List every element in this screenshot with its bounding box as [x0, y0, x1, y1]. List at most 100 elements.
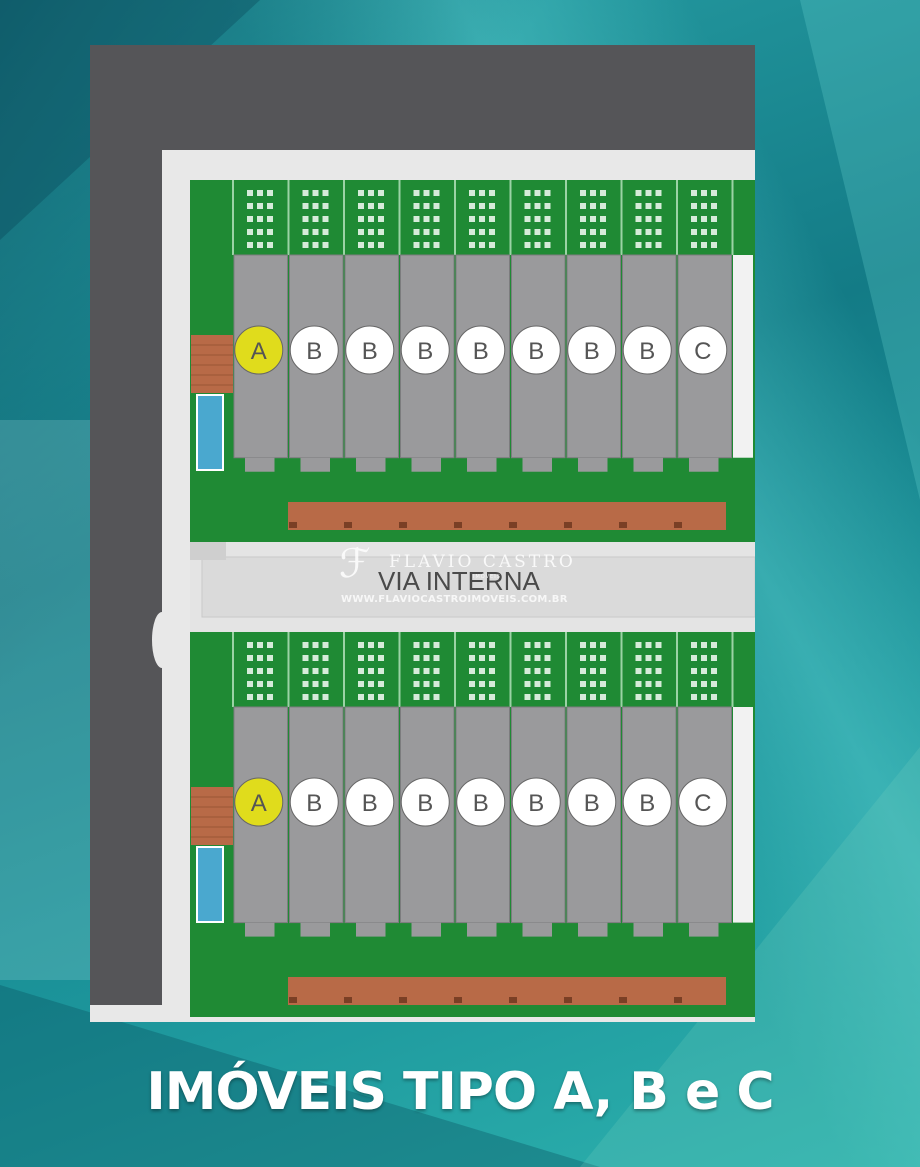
paver-block	[322, 216, 329, 222]
paver-block	[479, 216, 485, 222]
paver-block	[322, 242, 329, 248]
paver-block	[655, 242, 662, 248]
paver-block	[469, 242, 475, 248]
paver-block	[580, 190, 586, 196]
paver-block	[489, 694, 495, 700]
unit-type-label: A	[251, 790, 267, 817]
lot-divider	[454, 180, 456, 255]
paver-block	[489, 668, 495, 674]
unit-type-label: B	[584, 338, 600, 365]
paver-block	[322, 190, 329, 196]
paver-block	[479, 681, 485, 687]
unit-type-label: B	[417, 790, 433, 817]
paver-block	[469, 655, 475, 661]
deck	[191, 335, 233, 393]
paver-block	[257, 681, 263, 687]
unit-type-marker	[567, 777, 617, 827]
paver-block	[691, 642, 697, 648]
paver-block	[524, 216, 531, 222]
paver-block	[590, 242, 596, 248]
paver-block	[600, 655, 606, 661]
paver-block	[580, 642, 586, 648]
paver-block	[247, 203, 253, 209]
paver-block	[590, 190, 596, 196]
paver-block	[312, 681, 319, 687]
unit-type-label: B	[306, 790, 322, 817]
paver-block	[711, 190, 717, 196]
lot-divider	[509, 180, 512, 255]
paver-block	[469, 190, 475, 196]
paver-block	[433, 216, 440, 222]
lot-divider	[676, 632, 678, 707]
deck-post	[454, 997, 462, 1003]
unit-type-label: A	[251, 338, 267, 365]
paver-block	[590, 655, 596, 661]
paver-block	[423, 694, 430, 700]
paver-block	[590, 642, 596, 648]
paver-block	[257, 229, 263, 235]
paver-block	[322, 681, 329, 687]
unit-type-marker	[234, 325, 284, 375]
lot-divider	[232, 180, 234, 255]
paver-block	[489, 642, 495, 648]
deck-post	[399, 997, 407, 1003]
house-unit-notch	[245, 457, 275, 472]
paver-block	[691, 190, 697, 196]
paver-block	[423, 668, 430, 674]
paver-block	[322, 655, 329, 661]
paver-block	[655, 668, 662, 674]
right-wall	[733, 707, 753, 923]
paver-block	[701, 190, 707, 196]
paver-block	[645, 203, 652, 209]
paver-block	[691, 229, 697, 235]
house-unit-notch	[300, 457, 330, 472]
paver-block	[534, 694, 541, 700]
paver-block	[368, 242, 374, 248]
house-unit-notch	[522, 922, 552, 937]
unit-type-marker	[511, 325, 561, 375]
paver-block	[655, 681, 662, 687]
unit-type-label: B	[528, 790, 544, 817]
paver-block	[580, 681, 586, 687]
house-unit-notch	[245, 922, 275, 937]
paver-block	[655, 694, 662, 700]
paver-block	[433, 694, 440, 700]
unit-type-label: B	[528, 338, 544, 365]
paver-block	[635, 216, 642, 222]
paver-block	[312, 668, 319, 674]
unit-type-marker	[234, 777, 284, 827]
paver-block	[358, 668, 364, 674]
lot-divider	[287, 180, 290, 255]
paver-block	[378, 242, 384, 248]
paver-block	[711, 681, 717, 687]
paver-block	[701, 242, 707, 248]
roundabout-edge	[152, 612, 172, 668]
paver-block	[600, 642, 606, 648]
deck-post	[344, 522, 352, 528]
paver-block	[544, 216, 551, 222]
paver-block	[534, 655, 541, 661]
paver-block	[489, 242, 495, 248]
paver-block	[322, 642, 329, 648]
lot-divider	[287, 632, 290, 707]
paver-block	[469, 203, 475, 209]
paver-block	[635, 694, 642, 700]
paver-block	[711, 694, 717, 700]
paver-block	[635, 242, 642, 248]
paver-block	[701, 229, 707, 235]
deck-post	[289, 522, 297, 528]
paver-block	[600, 681, 606, 687]
paver-block	[302, 190, 309, 196]
paver-block	[590, 668, 596, 674]
unit-type-label: B	[362, 338, 378, 365]
road-entrance	[190, 542, 226, 560]
paver-block	[322, 694, 329, 700]
paver-block	[302, 203, 309, 209]
paver-block	[267, 642, 273, 648]
paver-block	[433, 681, 440, 687]
paver-block	[600, 190, 606, 196]
deck-post	[509, 997, 517, 1003]
paver-block	[711, 668, 717, 674]
paver-block	[600, 216, 606, 222]
